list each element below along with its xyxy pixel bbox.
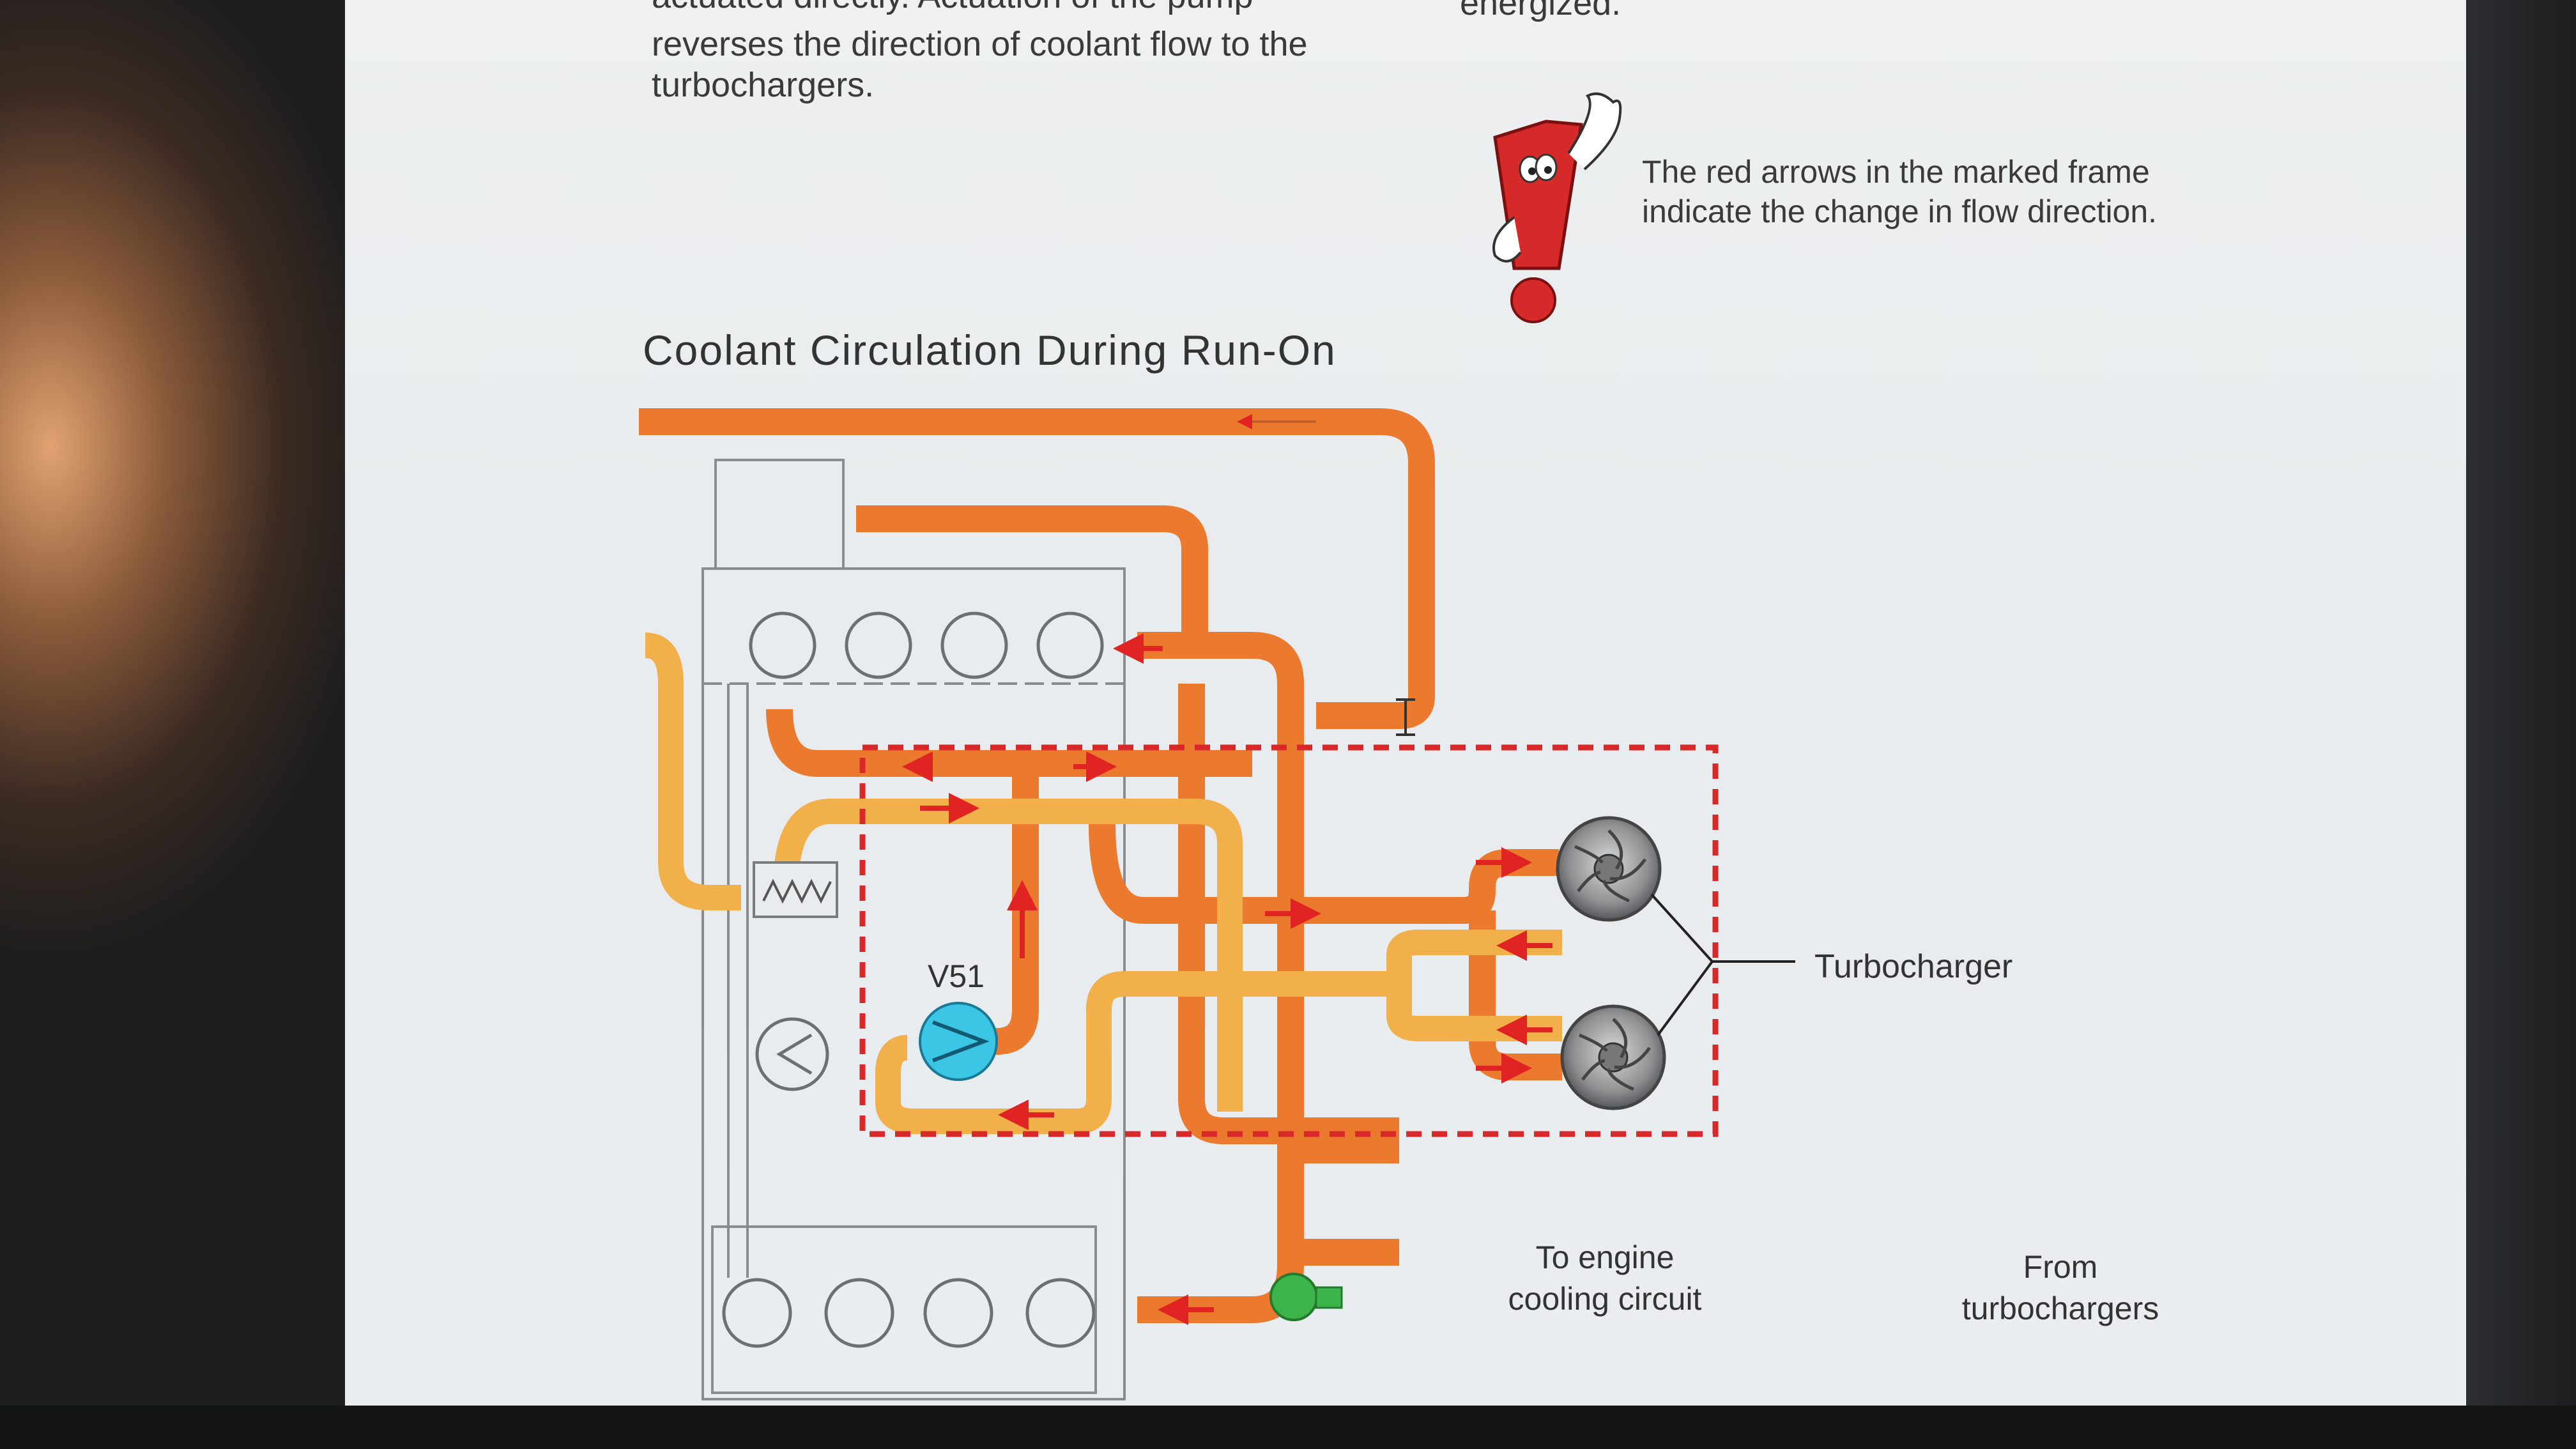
pipe-head-cross bbox=[766, 709, 1252, 777]
pipe-pump-loop bbox=[875, 971, 1399, 1134]
pipe-pump-riser bbox=[974, 776, 1039, 1055]
v51-pump-icon bbox=[919, 1002, 998, 1081]
note-text-line-1: The red arrows in the marked frame bbox=[1642, 154, 2150, 190]
pipe-vertical-main bbox=[1137, 632, 1304, 1265]
monitor-bezel-right bbox=[2466, 0, 2576, 1449]
turbocharger-upper-icon bbox=[1556, 816, 1662, 922]
intro-text-line-2: reverses the direction of coolant flow t… bbox=[652, 25, 1308, 63]
intro-text-line-3: turbochargers. bbox=[652, 66, 875, 104]
pipe-turbo-return-lower bbox=[1386, 984, 1562, 1041]
cylinder-bores-top bbox=[749, 611, 1104, 679]
pipe-left-return bbox=[644, 632, 741, 910]
text-cursor-icon bbox=[1396, 698, 1415, 736]
note-text-line-2: indicate the change in flow direction. bbox=[1642, 194, 2158, 229]
to-engine-label-line-2: cooling circuit bbox=[1508, 1281, 1702, 1317]
pipe-to-turbo-upper bbox=[1089, 824, 1559, 924]
coolant-pipes-orange bbox=[639, 408, 1562, 1323]
energized-text: energized. bbox=[1460, 0, 1621, 22]
pipe-upper-feed bbox=[856, 505, 1208, 645]
pipe-vertical-second bbox=[1178, 684, 1399, 1144]
heat-exchanger-icon bbox=[753, 861, 838, 918]
pipe-yellow-vertical bbox=[1194, 799, 1243, 1112]
valve-icon bbox=[1269, 1273, 1343, 1321]
change-flow-frame bbox=[859, 744, 1719, 1137]
document-screen: actuated directly. Actuation of the pump… bbox=[345, 0, 2466, 1406]
diagram-title: Coolant Circulation During Run-On bbox=[643, 326, 1337, 374]
intro-text-line-1: actuated directly. Actuation of the pump bbox=[652, 0, 1254, 18]
coolant-diagram: V51 Turbocharger bbox=[639, 92, 2159, 1400]
engine-block bbox=[702, 459, 1126, 1400]
from-turbo-label-line-2: turbochargers bbox=[1962, 1291, 2159, 1326]
to-engine-label-line-1: To engine bbox=[1536, 1239, 1675, 1275]
pipe-turbo-return-upper bbox=[1386, 930, 1562, 984]
pipe-top-return bbox=[639, 408, 1435, 729]
pipe-bottom-feed bbox=[1137, 1264, 1304, 1323]
monitor-bezel-bottom bbox=[0, 1406, 2576, 1449]
turbocharger-leader-line bbox=[1650, 893, 1795, 1036]
exclamation-mascot-icon bbox=[1492, 92, 1622, 323]
turbocharger-lower-icon bbox=[1560, 1004, 1666, 1110]
flow-direction-arrows bbox=[902, 633, 1552, 1325]
pump-label: V51 bbox=[928, 958, 985, 994]
turbocharger-label: Turbocharger bbox=[1814, 948, 2012, 985]
cylinder-bores-bottom bbox=[722, 1278, 1096, 1348]
engine-pump-icon bbox=[755, 1017, 829, 1091]
from-turbo-label-line-1: From bbox=[2023, 1249, 2098, 1285]
